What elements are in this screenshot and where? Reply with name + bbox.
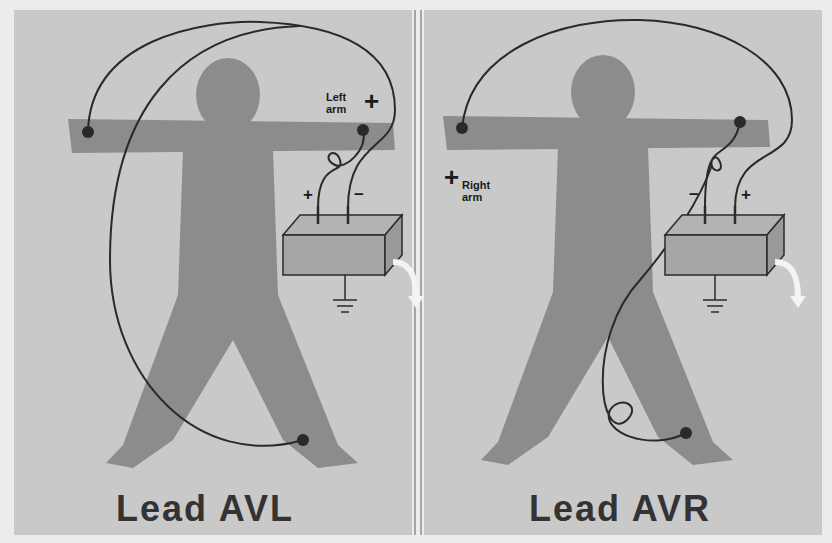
panel — [14, 10, 412, 535]
polarity-sign: + — [364, 88, 379, 115]
body-figure — [68, 58, 395, 468]
deflection-arrow — [408, 296, 424, 308]
terminal-sign: − — [689, 186, 699, 204]
electrode-label: Right arm — [462, 180, 498, 203]
electrode — [82, 116, 746, 446]
polarity-sign: + — [444, 164, 459, 191]
electrode-label: Left arm — [326, 92, 360, 115]
panel-caption: Lead AVL — [116, 490, 294, 528]
panel — [424, 10, 822, 535]
galvanometer-box — [283, 206, 402, 312]
terminal-sign: + — [741, 186, 751, 204]
terminal-sign: + — [303, 186, 313, 204]
lead-wires — [462, 20, 792, 441]
deflection-arrow — [775, 262, 798, 298]
panel-caption: Lead AVR — [529, 490, 711, 528]
deflection-arrow — [393, 262, 416, 298]
terminal-sign: − — [354, 186, 364, 204]
galvanometer-box — [665, 206, 784, 312]
body-figure — [443, 55, 770, 465]
deflection-arrow — [790, 296, 806, 308]
